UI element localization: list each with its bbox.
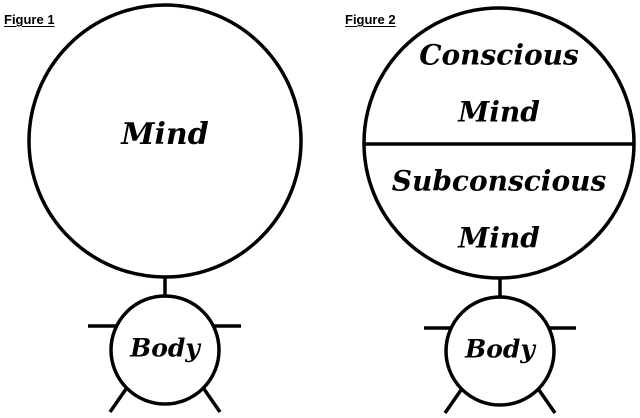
body-right-leg <box>202 388 222 413</box>
body-right-leg <box>537 389 557 414</box>
figure-1 <box>27 3 303 413</box>
body-left-leg <box>108 388 128 413</box>
conscious-label-line2: Mind <box>457 96 540 129</box>
body-circle <box>109 294 221 406</box>
body-label: Body <box>464 335 536 364</box>
subconscious-label-line1: Subconscious <box>392 165 607 198</box>
figure-1-label: Figure 1 <box>4 12 55 27</box>
figure-2-label: Figure 2 <box>345 12 396 27</box>
subconscious-label-line2: Mind <box>457 222 540 255</box>
body-label: Body <box>129 334 201 363</box>
body-left-leg <box>443 389 463 414</box>
mind-label: Mind <box>120 117 208 152</box>
body-circle <box>444 295 556 407</box>
conscious-label-line1: Conscious <box>419 39 579 72</box>
figure-2 <box>362 6 636 414</box>
